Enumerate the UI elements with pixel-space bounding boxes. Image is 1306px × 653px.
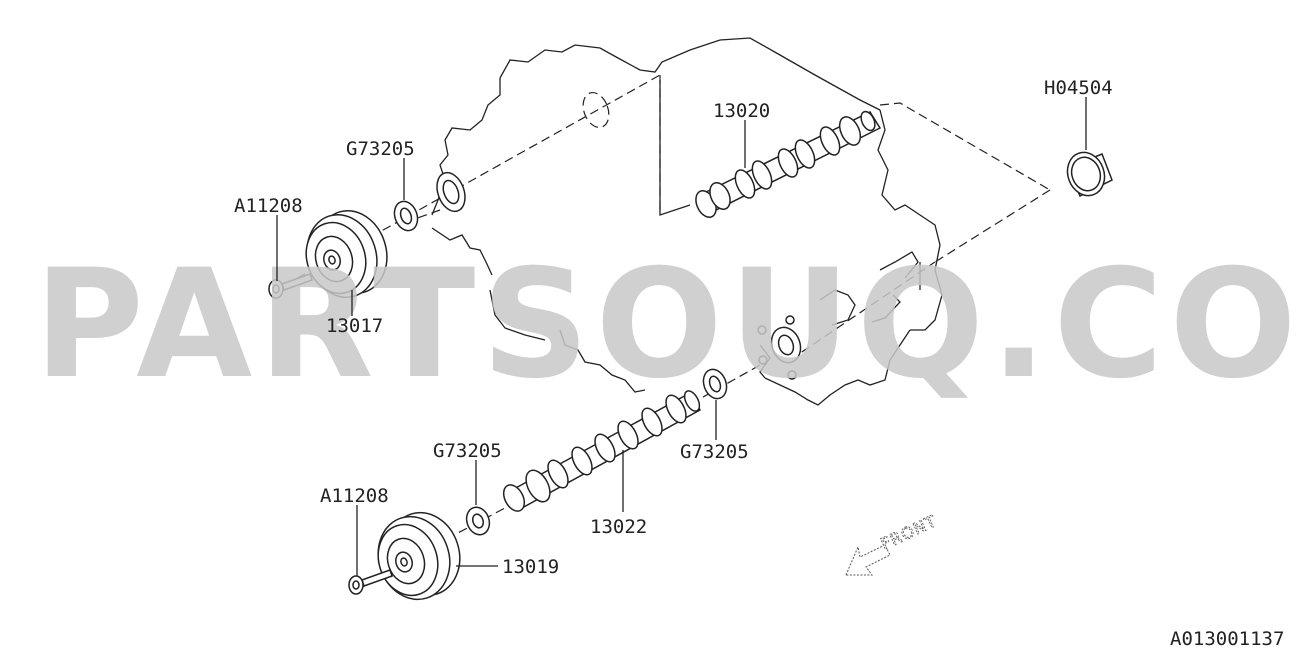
head-seal-seat-lower [757, 315, 802, 380]
drawing-code: A013001137 [1170, 628, 1284, 650]
cylinder-head-outline [431, 37, 943, 406]
front-label: FRONT [878, 511, 940, 553]
label-13019[interactable]: 13019 [502, 556, 559, 578]
oil-seal-g73205-mid [702, 368, 728, 400]
front-arrow-icon [845, 544, 891, 576]
watermark-text: PARTSOUQ.COM [34, 238, 1306, 412]
label-13022[interactable]: 13022 [590, 516, 647, 538]
head-seal-seat-upper [436, 171, 466, 213]
cam-plug-h04504 [1066, 151, 1113, 198]
label-g73205-bottom[interactable]: G73205 [433, 440, 502, 462]
oil-seal-g73205-top [393, 200, 419, 232]
cam-sprocket-13019 [377, 511, 461, 601]
label-13020[interactable]: 13020 [713, 100, 770, 122]
label-13017[interactable]: 13017 [326, 315, 383, 337]
camshaft-13022 [502, 390, 702, 512]
sprocket-bolt-a11208-top [268, 273, 313, 299]
camshaft-13020 [695, 110, 882, 218]
sprocket-bolt-a11208-bottom [348, 569, 393, 595]
cam-sprocket-13017 [305, 209, 388, 299]
label-g73205-top[interactable]: G73205 [346, 138, 415, 160]
label-a11208-bottom[interactable]: A11208 [320, 485, 389, 507]
front-direction-indicator: FRONT [845, 511, 940, 576]
leader-lines [276, 97, 1087, 576]
label-a11208-top[interactable]: A11208 [234, 195, 303, 217]
label-g73205-mid[interactable]: G73205 [680, 441, 749, 463]
label-h04504[interactable]: H04504 [1044, 77, 1113, 99]
oil-seal-g73205-bottom [465, 506, 491, 536]
